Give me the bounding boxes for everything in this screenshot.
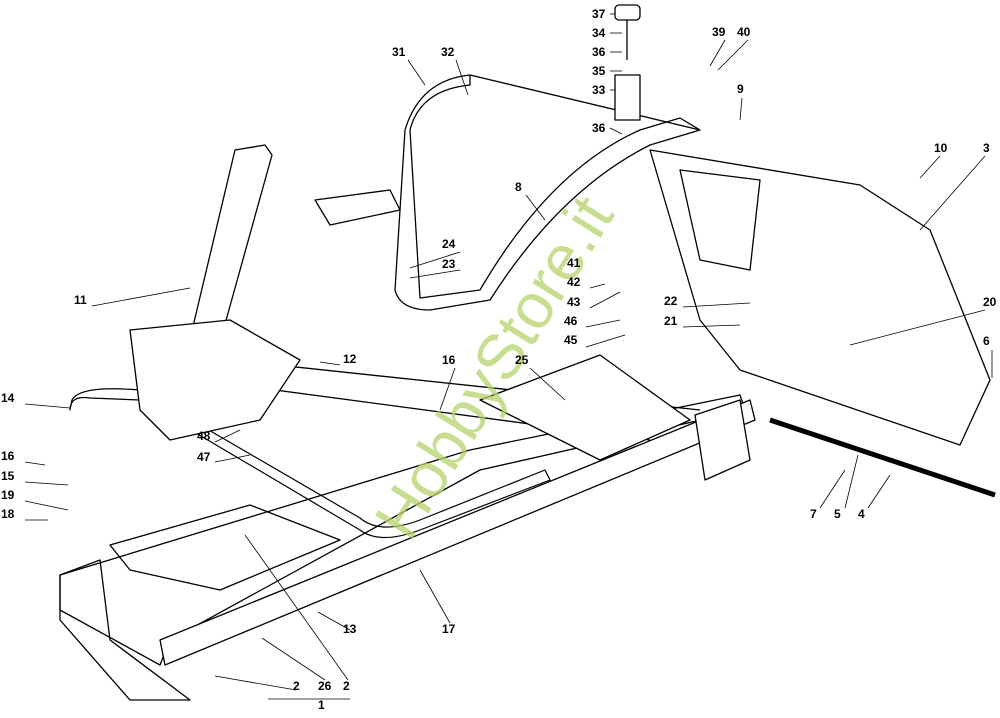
main-frame — [59, 359, 756, 701]
bumper-stop — [614, 4, 641, 21]
rod — [769, 417, 996, 498]
callout-6: 6 — [983, 334, 990, 348]
callout-22: 22 — [664, 294, 678, 308]
callout-37: 37 — [592, 7, 606, 21]
callout-41: 41 — [567, 256, 581, 270]
callout-31: 31 — [392, 45, 406, 59]
callout-33: 33 — [592, 83, 606, 97]
callout-18: 18 — [1, 507, 15, 521]
callout-47: 47 — [197, 450, 211, 464]
callout-14: 14 — [1, 391, 15, 405]
callout-36b: 36 — [592, 121, 606, 135]
callout-3: 3 — [983, 141, 990, 155]
callout-2: 2 — [293, 679, 300, 693]
callout-15: 15 — [1, 469, 15, 483]
callout-17: 17 — [442, 622, 456, 636]
callout-46: 46 — [564, 314, 578, 328]
callout-10: 10 — [934, 141, 948, 155]
leader-lines — [24, 13, 993, 700]
callout-1: 1 — [318, 698, 325, 712]
callout-5: 5 — [834, 507, 841, 521]
callout-2b: 2 — [343, 679, 350, 693]
rear-bracket — [694, 399, 751, 481]
callout-39: 39 — [712, 25, 726, 39]
callout-20: 20 — [983, 295, 997, 309]
callout-35: 35 — [592, 64, 606, 78]
callout-42: 42 — [567, 275, 581, 289]
front-bracket — [129, 319, 301, 441]
bumper-tube — [69, 388, 551, 539]
callout-13: 13 — [343, 622, 357, 636]
callout-45: 45 — [564, 333, 578, 347]
callout-40: 40 — [737, 25, 751, 39]
callout-23: 23 — [442, 257, 456, 271]
callout-8: 8 — [515, 180, 522, 194]
callout-9: 9 — [737, 82, 744, 96]
callout-48: 48 — [197, 429, 211, 443]
callout-26: 26 — [318, 679, 332, 693]
callout-11: 11 — [74, 293, 87, 307]
callout-12: 12 — [343, 352, 357, 366]
callout-32: 32 — [441, 45, 455, 59]
callout-24: 24 — [442, 237, 456, 251]
callout-36: 36 — [592, 45, 606, 59]
callout-16b: 16 — [1, 449, 15, 463]
seat-rail-left — [314, 189, 401, 226]
callout-34: 34 — [592, 26, 606, 40]
spring — [614, 74, 641, 121]
callout-43: 43 — [567, 295, 581, 309]
callout-25: 25 — [515, 353, 529, 367]
callout-19: 19 — [1, 488, 15, 502]
callout-4: 4 — [858, 507, 865, 521]
callout-16: 16 — [442, 353, 456, 367]
callout-7: 7 — [810, 507, 817, 521]
center-plate — [479, 354, 691, 461]
callout-21: 21 — [664, 314, 678, 328]
seat-frame-tube — [394, 74, 701, 311]
